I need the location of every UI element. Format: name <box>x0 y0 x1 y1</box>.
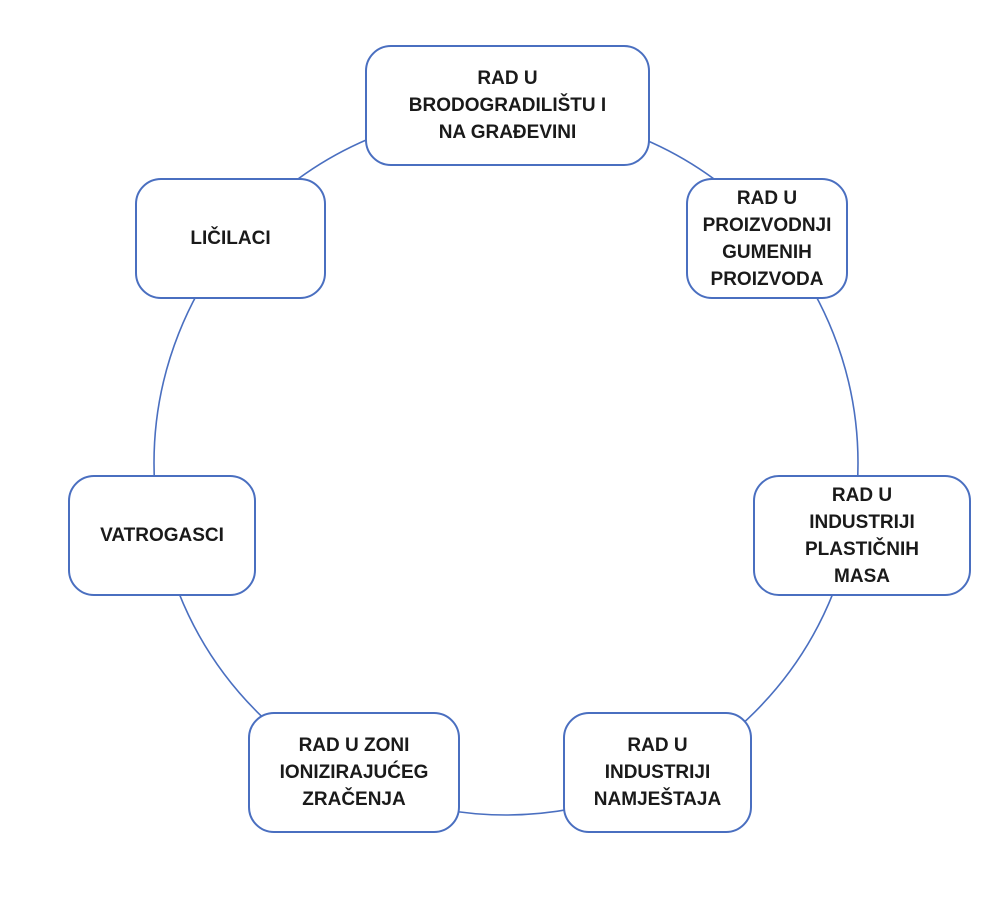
node-plastics-industry: RAD U INDUSTRIJI PLASTIČNIH MASA <box>753 475 971 596</box>
node-shipyard-construction: RAD U BRODOGRADILIŠTU I NA GRAĐEVINI <box>365 45 650 166</box>
node-ionizing-radiation-zone: RAD U ZONI IONIZIRAJUĆEG ZRAČENJA <box>248 712 460 833</box>
node-furniture-industry: RAD U INDUSTRIJI NAMJEŠTAJA <box>563 712 752 833</box>
node-rubber-production: RAD U PROIZVODNJI GUMENIH PROIZVODA <box>686 178 848 299</box>
node-painters: LIČILACI <box>135 178 326 299</box>
node-firefighters: VATROGASCI <box>68 475 256 596</box>
